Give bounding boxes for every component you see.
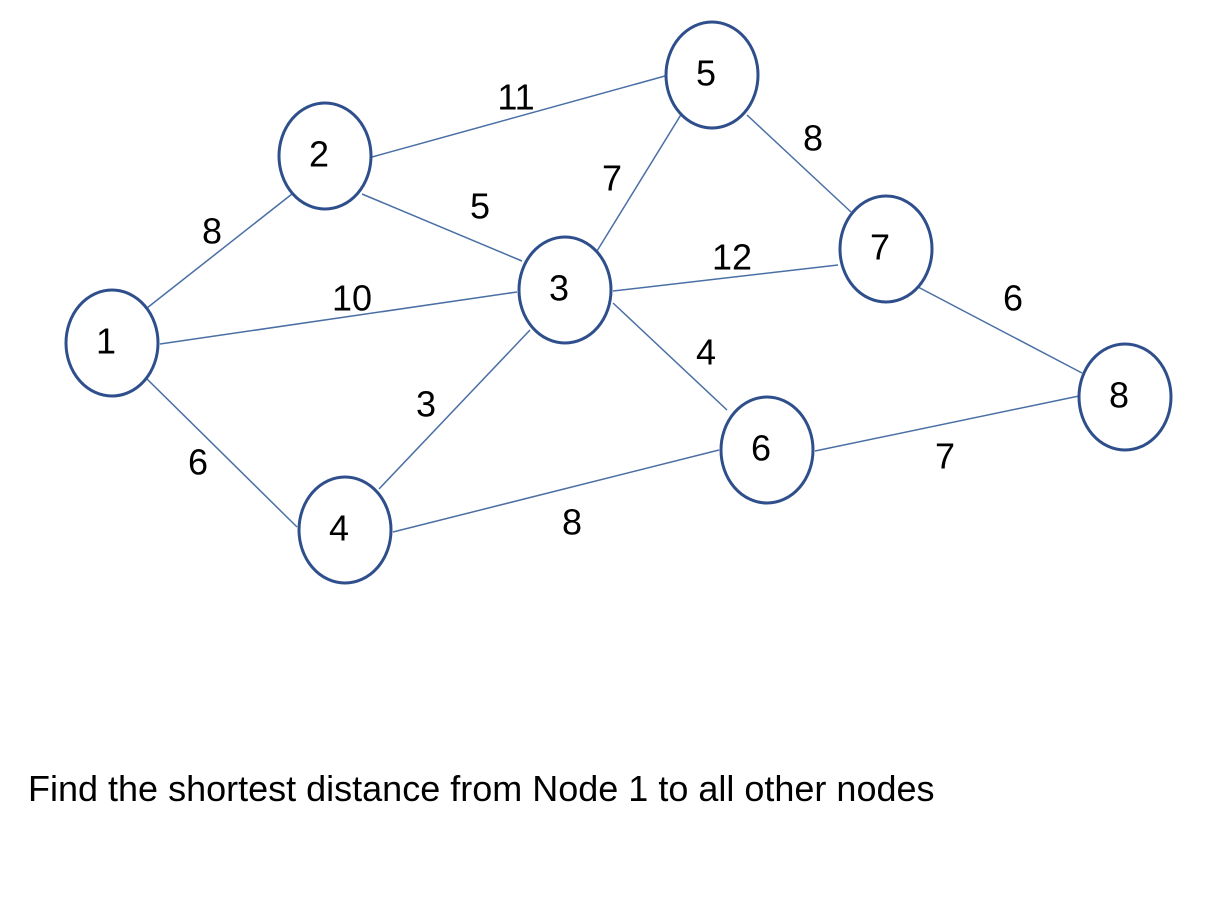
edge-weights-layer: 8 10 6 11 5 7 12 3 4 8 6 8 7: [188, 77, 1023, 543]
node-circle-1: [64, 288, 160, 398]
node-circle-7: [838, 194, 934, 304]
edges-layer: [146, 75, 1083, 533]
edge-weight-6-8: 7: [935, 436, 955, 477]
question-caption: Find the shortest distance from Node 1 t…: [28, 768, 935, 809]
edge-6-8: [814, 395, 1080, 452]
node-label-5: 5: [696, 53, 716, 94]
edge-4-6: [392, 449, 720, 533]
edge-1-3: [159, 291, 518, 345]
node-circle-6: [719, 395, 815, 505]
edge-weight-3-6: 4: [696, 332, 716, 373]
node-4: 4: [297, 475, 393, 585]
node-circle-8: [1077, 342, 1173, 452]
node-circle-5: [664, 20, 760, 130]
node-label-7: 7: [870, 227, 890, 268]
node-label-6: 6: [751, 428, 771, 469]
node-1: 1: [64, 288, 160, 398]
edge-weight-1-4: 6: [188, 442, 208, 483]
edge-2-5: [371, 75, 666, 158]
edge-3-7: [612, 264, 839, 292]
edge-weight-3-5: 7: [602, 158, 622, 199]
edge-weight-4-6: 8: [562, 502, 582, 543]
edge-weight-2-3: 5: [470, 186, 490, 227]
node-circle-2: [277, 101, 373, 211]
node-circle-4: [297, 475, 393, 585]
edge-weight-3-7: 12: [712, 237, 752, 278]
edge-2-3: [361, 193, 523, 262]
node-label-8: 8: [1109, 375, 1129, 416]
edge-1-4: [146, 378, 298, 528]
node-circle-3: [517, 235, 613, 345]
edge-1-2: [146, 193, 293, 309]
node-label-1: 1: [96, 321, 116, 362]
node-label-2: 2: [309, 134, 329, 175]
node-label-4: 4: [329, 508, 349, 549]
edge-weight-1-2: 8: [202, 211, 222, 252]
edge-weight-2-5: 11: [497, 77, 534, 118]
node-8: 8: [1077, 342, 1173, 452]
edge-3-4: [378, 329, 531, 490]
node-label-3: 3: [549, 268, 569, 309]
edge-weight-3-4: 3: [416, 384, 436, 425]
node-6: 6: [719, 395, 815, 505]
edge-weight-7-8: 6: [1003, 278, 1023, 319]
edge-weight-1-3: 10: [332, 278, 372, 319]
edge-5-7: [746, 114, 852, 213]
edge-weight-5-7: 8: [803, 118, 823, 159]
node-3: 3: [517, 235, 613, 345]
node-7: 7: [838, 194, 934, 304]
node-5: 5: [664, 20, 760, 130]
edge-3-6: [612, 302, 728, 411]
edge-3-5: [596, 112, 683, 252]
edge-7-8: [917, 286, 1083, 374]
node-2: 2: [277, 101, 373, 211]
